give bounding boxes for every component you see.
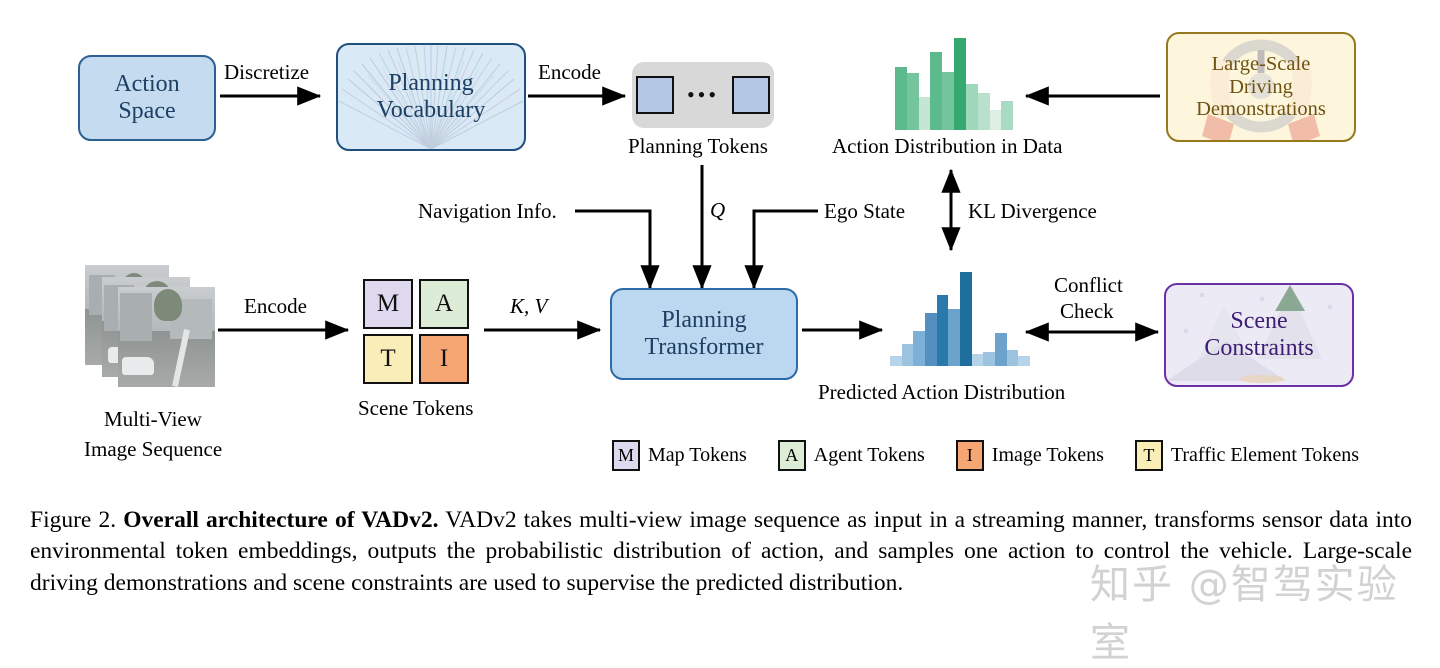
edge-label-encode-bottom: Encode [244, 294, 307, 318]
edge-label-conflict-check-line1: Conflict [1054, 273, 1123, 297]
node-driving-demonstrations[interactable]: Large-Scale Driving Demonstrations [1166, 32, 1356, 142]
bar [960, 271, 972, 366]
legend-label: Map Tokens [648, 444, 747, 466]
planning-tokens-label: Planning Tokens [628, 134, 768, 158]
chart-predicted-action-distribution-title: Predicted Action Distribution [818, 380, 1066, 404]
scene-token-letter-T: T [380, 345, 396, 372]
bar [936, 295, 949, 366]
legend-label: Agent Tokens [813, 444, 925, 466]
edge-label-navigation-info: Navigation Info. [418, 199, 557, 223]
bar [890, 356, 902, 366]
site-watermark: 知乎 @智驾实验室 [1090, 562, 1399, 666]
multi-view-label-line1: Multi-View [104, 407, 202, 431]
edge-label-encode-top: Encode [538, 60, 601, 84]
legend-item: T Traffic Element Tokens [1134, 440, 1360, 471]
bar [942, 71, 955, 130]
bar [901, 344, 914, 366]
bar [1001, 101, 1014, 130]
bar [989, 109, 1002, 130]
figure-caption: Figure 2. Overall architecture of VADv2.… [30, 505, 1412, 599]
planning-transformer-line1: Planning [661, 307, 747, 334]
scene-tokens-group[interactable]: M A T I [363, 279, 485, 384]
edge-label-kl-divergence: KL Divergence [968, 199, 1097, 223]
bar [977, 93, 990, 130]
legend-label: Image Tokens [991, 444, 1104, 466]
node-planning-transformer[interactable]: Planning Transformer [610, 288, 798, 380]
chart-predicted-action-distribution [890, 268, 1031, 366]
bar [925, 313, 937, 366]
scene-trees-icon [1166, 285, 1333, 383]
legend-item: I Image Tokens [955, 440, 1104, 471]
multi-view-photo-front [118, 287, 215, 387]
planning-transformer-line2: Transformer [644, 334, 764, 360]
scene-tokens-label: Scene Tokens [358, 396, 474, 420]
scene-constraints-line1: Scene [1230, 308, 1288, 335]
legend-swatch-I: I [955, 440, 984, 471]
bar [918, 97, 931, 130]
scene-token-square-T[interactable]: T [363, 334, 413, 384]
node-action-space[interactable]: Action Space [78, 55, 216, 141]
action-space-line1: Action [114, 71, 180, 98]
bar [983, 352, 996, 366]
trajectory-fan-icon [338, 45, 524, 149]
edge-label-q: Q [710, 198, 726, 222]
caption-title: Overall architecture of VADv2. [123, 507, 439, 533]
steering-wheel-icon [1202, 39, 1320, 140]
planning-vocabulary-line2: Vocabulary [376, 97, 486, 123]
bar [954, 38, 966, 130]
scene-token-letter-M: M [376, 290, 400, 317]
legend-item: A Agent Tokens [777, 440, 925, 471]
planning-vocabulary-line1: Planning [388, 70, 474, 97]
legend-swatch-T: T [1134, 440, 1163, 471]
bar [906, 72, 919, 130]
planning-tokens-ellipsis: ••• [686, 82, 720, 107]
edge-label-conflict-check-line2: Check [1060, 299, 1114, 323]
scene-constraints-line2: Constraints [1204, 335, 1314, 361]
bar [1006, 350, 1019, 366]
bar [965, 84, 978, 130]
edge-label-ego-state: Ego State [824, 199, 906, 223]
multi-view-image-stack [85, 265, 215, 387]
bar [971, 354, 984, 366]
bar [948, 309, 961, 366]
scene-token-square-M[interactable]: M [363, 279, 413, 329]
bar [895, 66, 907, 130]
caption-body: VADv2 takes multi-view image sequence as… [30, 507, 1413, 596]
bar [913, 330, 926, 366]
multi-view-label-line2: Image Sequence [84, 437, 223, 461]
action-space-line2: Space [118, 98, 176, 124]
edge-label-kv: K, V [510, 294, 548, 318]
caption-prefix: Figure 2. [30, 507, 117, 533]
chart-action-distribution-in-data [895, 28, 1025, 130]
scene-token-letter-I: I [439, 345, 449, 372]
scene-token-square-A[interactable]: A [419, 279, 469, 329]
planning-token-square-1 [635, 76, 674, 114]
node-planning-vocabulary[interactable]: Planning Vocabulary [336, 43, 526, 151]
edge-label-discretize: Discretize [224, 60, 310, 84]
scene-token-square-I[interactable]: I [419, 334, 469, 384]
bar [930, 52, 943, 130]
legend-swatch-M: M [612, 440, 640, 471]
scene-token-letter-A: A [434, 290, 454, 317]
demonstrations-line2: Driving [1229, 75, 1293, 98]
demonstrations-line3: Demonstrations [1196, 98, 1326, 121]
demonstrations-line1: Large-Scale [1211, 52, 1311, 75]
chart-action-distribution-in-data-title: Action Distribution in Data [832, 134, 1063, 158]
figure-root: Action Space Discretize [30, 28, 1412, 666]
planning-token-square-2 [732, 76, 771, 114]
legend-swatch-A: A [777, 440, 806, 471]
bar [1018, 356, 1031, 366]
legend-item: M Map Tokens [612, 440, 747, 471]
token-legend: M Map Tokens A Agent Tokens I Image Tokens T Tr… [612, 440, 1390, 471]
planning-tokens-group[interactable]: ••• [632, 62, 774, 128]
bar [995, 332, 1007, 366]
node-scene-constraints[interactable]: Scene Constraints [1164, 283, 1354, 387]
legend-label: Traffic Element Tokens [1170, 444, 1360, 466]
